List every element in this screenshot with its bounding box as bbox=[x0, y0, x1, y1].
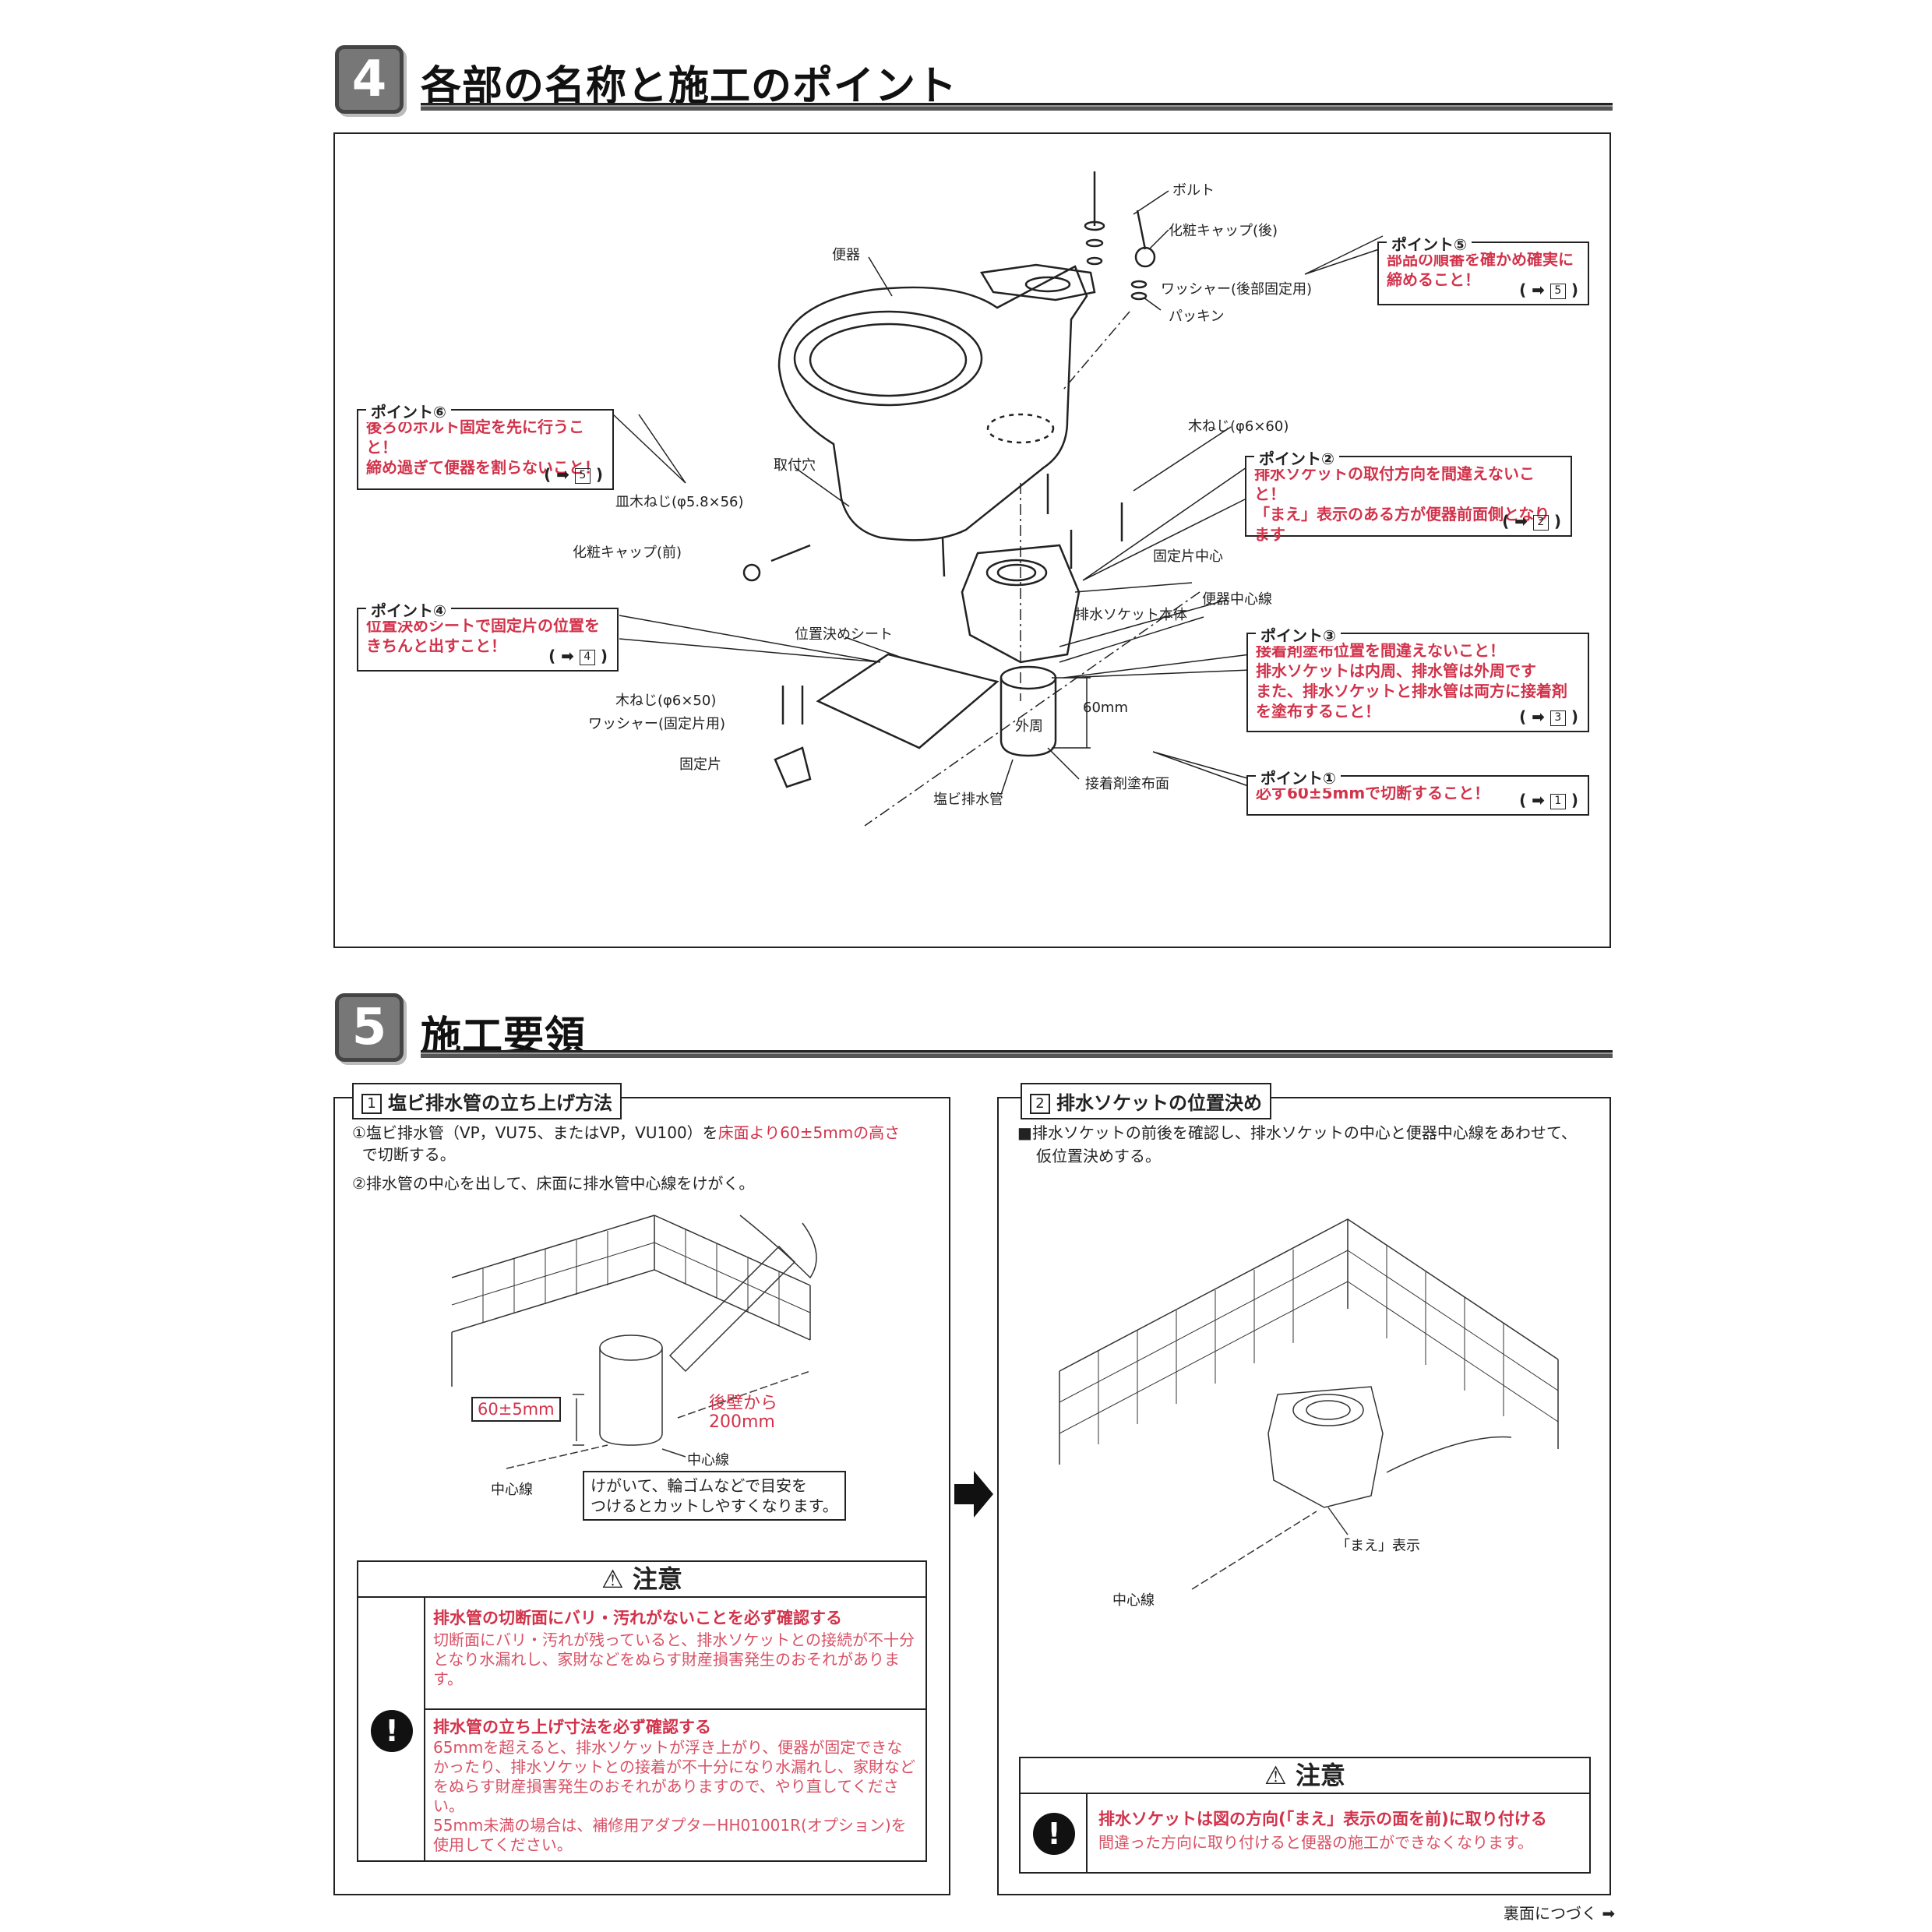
label-bolt: ボルト bbox=[1172, 182, 1215, 199]
label-wood-screw-50: 木ねじ(φ6×50) bbox=[615, 693, 717, 709]
from-wall-label: 後壁から 200mm bbox=[709, 1394, 778, 1432]
point-1-box: ポイント① 必ず60±5mmで切断すること！ ( ➡ 1 ) bbox=[1246, 766, 1589, 816]
continue-footer: 裏面につづく ➡ bbox=[1504, 1904, 1616, 1923]
step-1-number: 1 bbox=[361, 1094, 382, 1114]
section-5-badge: 5 bbox=[335, 993, 404, 1062]
caution-1-title: 排水管の切断面にバリ・汚れがないことを必ず確認する bbox=[433, 1609, 842, 1627]
label-position-sheet: 位置決めシート bbox=[795, 626, 893, 643]
mae-label: 「まえ」表示 bbox=[1336, 1538, 1420, 1554]
label-wood-screw-60: 木ねじ(φ6×60) bbox=[1188, 418, 1289, 435]
label-dim-60: 60mm bbox=[1083, 700, 1128, 716]
center-line-label-a: 中心線 bbox=[687, 1452, 729, 1468]
step-1-caution: ⚠ 注意 ! 排水管の切断面にバリ・汚れがないことを必ず確認する 切断面にバリ・… bbox=[357, 1560, 927, 1862]
label-cap-rear: 化粧キャップ(後) bbox=[1169, 223, 1278, 239]
caution-title: 排水ソケットは図の方向(「まえ」表示の面を前)に取り付ける bbox=[1098, 1810, 1547, 1828]
section-4-rule bbox=[421, 103, 1613, 111]
point-1-ref: ( ➡ 1 ) bbox=[1519, 791, 1578, 809]
center-line-label-b: 中心線 bbox=[491, 1482, 533, 1498]
point-2-ref: ( ➡ 2 ) bbox=[1502, 512, 1561, 531]
exclamation-icon: ! bbox=[371, 1710, 413, 1752]
step-2-instruction-2: 仮位置決めする。 bbox=[1036, 1147, 1161, 1165]
point-3-ref: ( ➡ 3 ) bbox=[1519, 707, 1578, 726]
label-outer: 外周 bbox=[1015, 718, 1043, 735]
point-5-box: ポイント⑤ 部品の順番を確かめ確実に 締めること！ ( ➡ 5 ) bbox=[1377, 232, 1589, 305]
caution-2-title: 排水管の立ち上げ寸法を必ず確認する bbox=[433, 1718, 711, 1736]
caution-icon-column bbox=[1021, 1794, 1088, 1872]
point-1-title: ポイント① bbox=[1256, 766, 1341, 788]
point-2-text: 排水ソケットの取付方向を間違えないこと！ 「まえ」表示のある方が便器前面側となり… bbox=[1254, 464, 1550, 544]
caution-2-body: 65mmを超えると、排水ソケットが浮き上がり、便器が固定できなかったり、排水ソケ… bbox=[433, 1738, 915, 1854]
point-2-box: ポイント② 排水ソケットの取付方向を間違えないこと！ 「まえ」表示のある方が便器… bbox=[1245, 446, 1572, 544]
step-1-instruction-2: ②排水管の中心を出して、床面に排水管中心線をけがく。 bbox=[352, 1174, 755, 1193]
caution-heading: ⚠ 注意 bbox=[1021, 1758, 1589, 1794]
step-1-frame bbox=[333, 1097, 950, 1895]
caution-heading: ⚠ 注意 bbox=[358, 1562, 925, 1598]
label-packing: パッキン bbox=[1169, 308, 1225, 325]
point-3-box: ポイント③ 接着剤塗布位置を間違えないこと！ 排水ソケットは内周、排水管は外周で… bbox=[1246, 623, 1589, 732]
caution-body: 間違った方向に取り付けると便器の施工ができなくなります。 bbox=[1098, 1833, 1533, 1852]
step-2-instruction-1: ■排水ソケットの前後を確認し、排水ソケットの中心と便器中心線をあわせて、 bbox=[1017, 1123, 1577, 1142]
label-fix-center: 固定片中心 bbox=[1153, 548, 1223, 565]
step-2-frame bbox=[997, 1097, 1611, 1895]
label-pvc-pipe: 塩ビ排水管 bbox=[933, 791, 1003, 808]
cut-tip-box: けがいて、輪ゴムなどで目安を つけるとカットしやすくなります。 bbox=[583, 1471, 846, 1521]
point-6-ref: ( ➡ 5 ) bbox=[544, 465, 603, 484]
section-5-rule bbox=[421, 1050, 1613, 1058]
point-5-ref: ( ➡ 5 ) bbox=[1519, 280, 1578, 299]
step-2-center-line-label: 中心線 bbox=[1112, 1592, 1155, 1609]
caution-1-body: 切断面にバリ・汚れが残っていると、排水ソケットとの接続が不十分となり水漏れし、家… bbox=[433, 1631, 915, 1688]
label-washer-fix: ワッシャー(固定片用) bbox=[588, 716, 726, 732]
point-5-title: ポイント⑤ bbox=[1387, 232, 1472, 255]
step-2-caution: ⚠ 注意 ! 排水ソケットは図の方向(「まえ」表示の面を前)に取り付ける 間違っ… bbox=[1019, 1757, 1591, 1874]
point-4-title: ポイント④ bbox=[366, 598, 451, 621]
caution-icon-column bbox=[358, 1598, 425, 1860]
label-washer-rear: ワッシャー(後部固定用) bbox=[1161, 281, 1313, 298]
label-mount-hole: 取付穴 bbox=[774, 457, 816, 474]
point-6-box: ポイント⑥ 後ろのボルト固定を先に行うこと！ 締め過ぎて便器を割らないこと！ (… bbox=[357, 400, 614, 490]
label-toilet: 便器 bbox=[832, 247, 860, 263]
dim-60-label: 60±5mm bbox=[471, 1397, 561, 1422]
point-5-text: 部品の順番を確かめ確実に 締めること！ bbox=[1387, 250, 1574, 289]
label-cap-front: 化粧キャップ(前) bbox=[573, 545, 682, 561]
section-4-badge: 4 bbox=[335, 45, 404, 114]
label-adhesive-face: 接着剤塗布面 bbox=[1085, 776, 1169, 792]
exclamation-icon: ! bbox=[1033, 1813, 1075, 1855]
point-2-title: ポイント② bbox=[1254, 446, 1339, 469]
step-2-number: 2 bbox=[1030, 1094, 1050, 1114]
point-3-text: 接着剤塗布位置を間違えないこと！ 排水ソケットは内周、排水管は外周です また、排… bbox=[1256, 641, 1567, 721]
section-4-title: 各部の名称と施工のポイント bbox=[421, 63, 958, 110]
parts-diagram-frame bbox=[333, 132, 1611, 948]
point-6-title: ポイント⑥ bbox=[366, 400, 451, 422]
label-fix-piece: 固定片 bbox=[679, 756, 721, 773]
point-4-box: ポイント④ 位置決めシートで固定片の位置を きちんと出すこと！ ( ➡ 4 ) bbox=[357, 598, 619, 672]
point-6-text: 後ろのボルト固定を先に行うこと！ 締め過ぎて便器を割らないこと！ bbox=[366, 418, 600, 477]
label-toilet-center: 便器中心線 bbox=[1202, 591, 1272, 608]
step-1-instruction-1: ①塩ビ排水管（VP，VU75、またはVP，VU100）を床面より60±5mmの高… bbox=[352, 1123, 901, 1164]
point-4-ref: ( ➡ 4 ) bbox=[548, 647, 608, 665]
caution-divider bbox=[425, 1708, 925, 1710]
label-socket-body: 排水ソケット本体 bbox=[1075, 607, 1187, 623]
label-dish-screw: 皿木ねじ(φ5.8×56) bbox=[615, 494, 744, 510]
point-3-title: ポイント③ bbox=[1256, 623, 1341, 646]
